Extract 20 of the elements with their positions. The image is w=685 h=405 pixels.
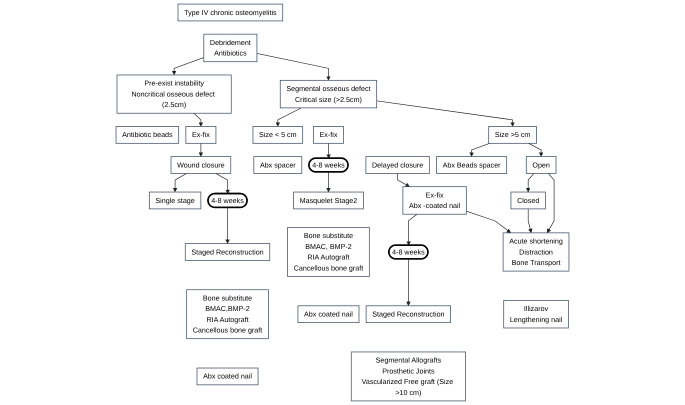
arrow (276, 108, 302, 127)
arrow (546, 173, 554, 234)
arrow (215, 173, 230, 194)
arrow (397, 173, 410, 187)
arrow (326, 172, 331, 192)
arrow (406, 214, 418, 246)
arrow (198, 143, 204, 157)
arrow (194, 112, 204, 127)
arrow (326, 143, 331, 159)
arrow (256, 53, 331, 81)
arrow (172, 57, 204, 76)
arrow (528, 208, 532, 234)
arrow (376, 100, 515, 127)
arrow (466, 210, 512, 234)
arrow (528, 143, 544, 157)
arrow (526, 173, 534, 192)
arrow (406, 258, 411, 306)
arrow (225, 207, 230, 244)
arrow (172, 173, 187, 192)
arrow (469, 143, 490, 157)
